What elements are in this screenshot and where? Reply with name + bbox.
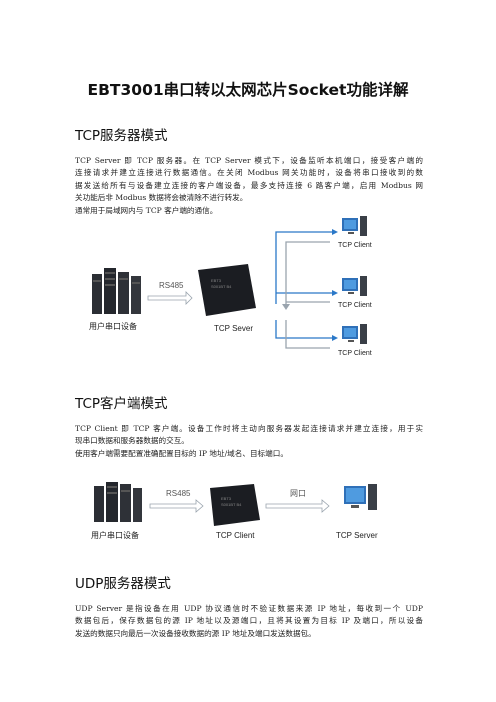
tcp-client-label: TCP Client	[338, 302, 372, 309]
client-computer-icon	[342, 324, 367, 344]
section-text-tcp-client: TCP Client 即 TCP 客户端。设备工作时将主动向服务器发起连接请求并…	[75, 423, 423, 460]
paragraph-line: 通常用于局域网内与 TCP 客户端的通信。	[75, 205, 218, 215]
section-heading-tcp-server: TCP服务器模式	[75, 128, 168, 144]
paragraph-line: 据发送给所有与设备建立连接的客户端设备，最多支持连接 6 路客户端，启用 Mod…	[75, 180, 423, 190]
serial-device-label: 用户串口设备	[91, 530, 139, 540]
tcp-server-label: TCP Sever	[214, 324, 253, 333]
paragraph-line: 数据包后，保存数据包的源 IP 地址以及源端口，且将其设置为目标 IP 及端口，…	[75, 616, 423, 626]
section-text-udp-server: UDP Server 是指设备在用 UDP 协议通信时不验证数据来源 IP 地址…	[75, 603, 423, 640]
chip-text: EBT3	[211, 278, 222, 283]
tcp-client-label: TCP Client	[338, 242, 372, 249]
chip-image: EBT3 S001BT B4	[210, 484, 260, 526]
tcp-client-label: TCP Client	[338, 350, 372, 357]
rs485-label: RS485	[166, 489, 191, 498]
section-heading-tcp-client: TCP客户端模式	[75, 396, 168, 412]
paragraph-line: 发送的数据只向最后一次设备接收数据的源 IP 地址及端口发送数据包。	[75, 628, 316, 638]
chip-text: S001BT B4	[211, 284, 232, 289]
chip-text: S001BT B4	[221, 502, 242, 507]
tcp-server-label: TCP Server	[336, 531, 378, 540]
paragraph-line: 使用客户端需要配置准确配置目标的 IP 地址/域名、目标端口。	[75, 448, 288, 458]
paragraph-line: 连接请求并建立连接进行数据通信。在关闭 Modbus 网关功能时，设备将串口接收…	[75, 168, 423, 178]
client-computer-icon	[342, 276, 367, 296]
document-title: EBT3001串口转以太网芯片Socket功能详解	[87, 81, 409, 99]
section-heading-udp-server: UDP服务器模式	[75, 576, 171, 592]
paragraph-line: 关功能后非 Modbus 数据将会被清除不进行转发。	[75, 193, 248, 203]
rs485-label: RS485	[159, 281, 184, 290]
client-computer-icon	[342, 216, 367, 236]
serial-device-image	[94, 482, 142, 522]
serial-device-label: 用户串口设备	[89, 321, 137, 331]
tcp-client-diagram: 用户串口设备 RS485 EBT3 S001BT B4 TCP Client 网…	[91, 482, 378, 540]
paragraph-line: TCP Client 即 TCP 客户端。设备工作时将主动向服务器发起连接请求并…	[75, 424, 423, 433]
tcp-server-diagram: 用户串口设备 RS485 EBT3 S001BT B4 TCP Sever	[89, 216, 372, 357]
paragraph-line: TCP Server 即 TCP 服务器。在 TCP Server 模式下，设备…	[75, 156, 423, 165]
chip-image: EBT3 S001BT B4	[198, 264, 256, 316]
network-port-label: 网口	[290, 489, 306, 498]
server-computer-icon	[344, 484, 377, 510]
serial-device-image	[92, 268, 141, 314]
paragraph-line: UDP Server 是指设备在用 UDP 协议通信时不验证数据来源 IP 地址…	[75, 604, 423, 613]
tcp-client-label: TCP Client	[216, 531, 255, 540]
paragraph-line: 现串口数据和服务器数据的交互。	[75, 436, 189, 446]
chip-text: EBT3	[221, 496, 232, 501]
section-text-tcp-server: TCP Server 即 TCP 服务器。在 TCP Server 模式下，设备…	[75, 155, 423, 217]
